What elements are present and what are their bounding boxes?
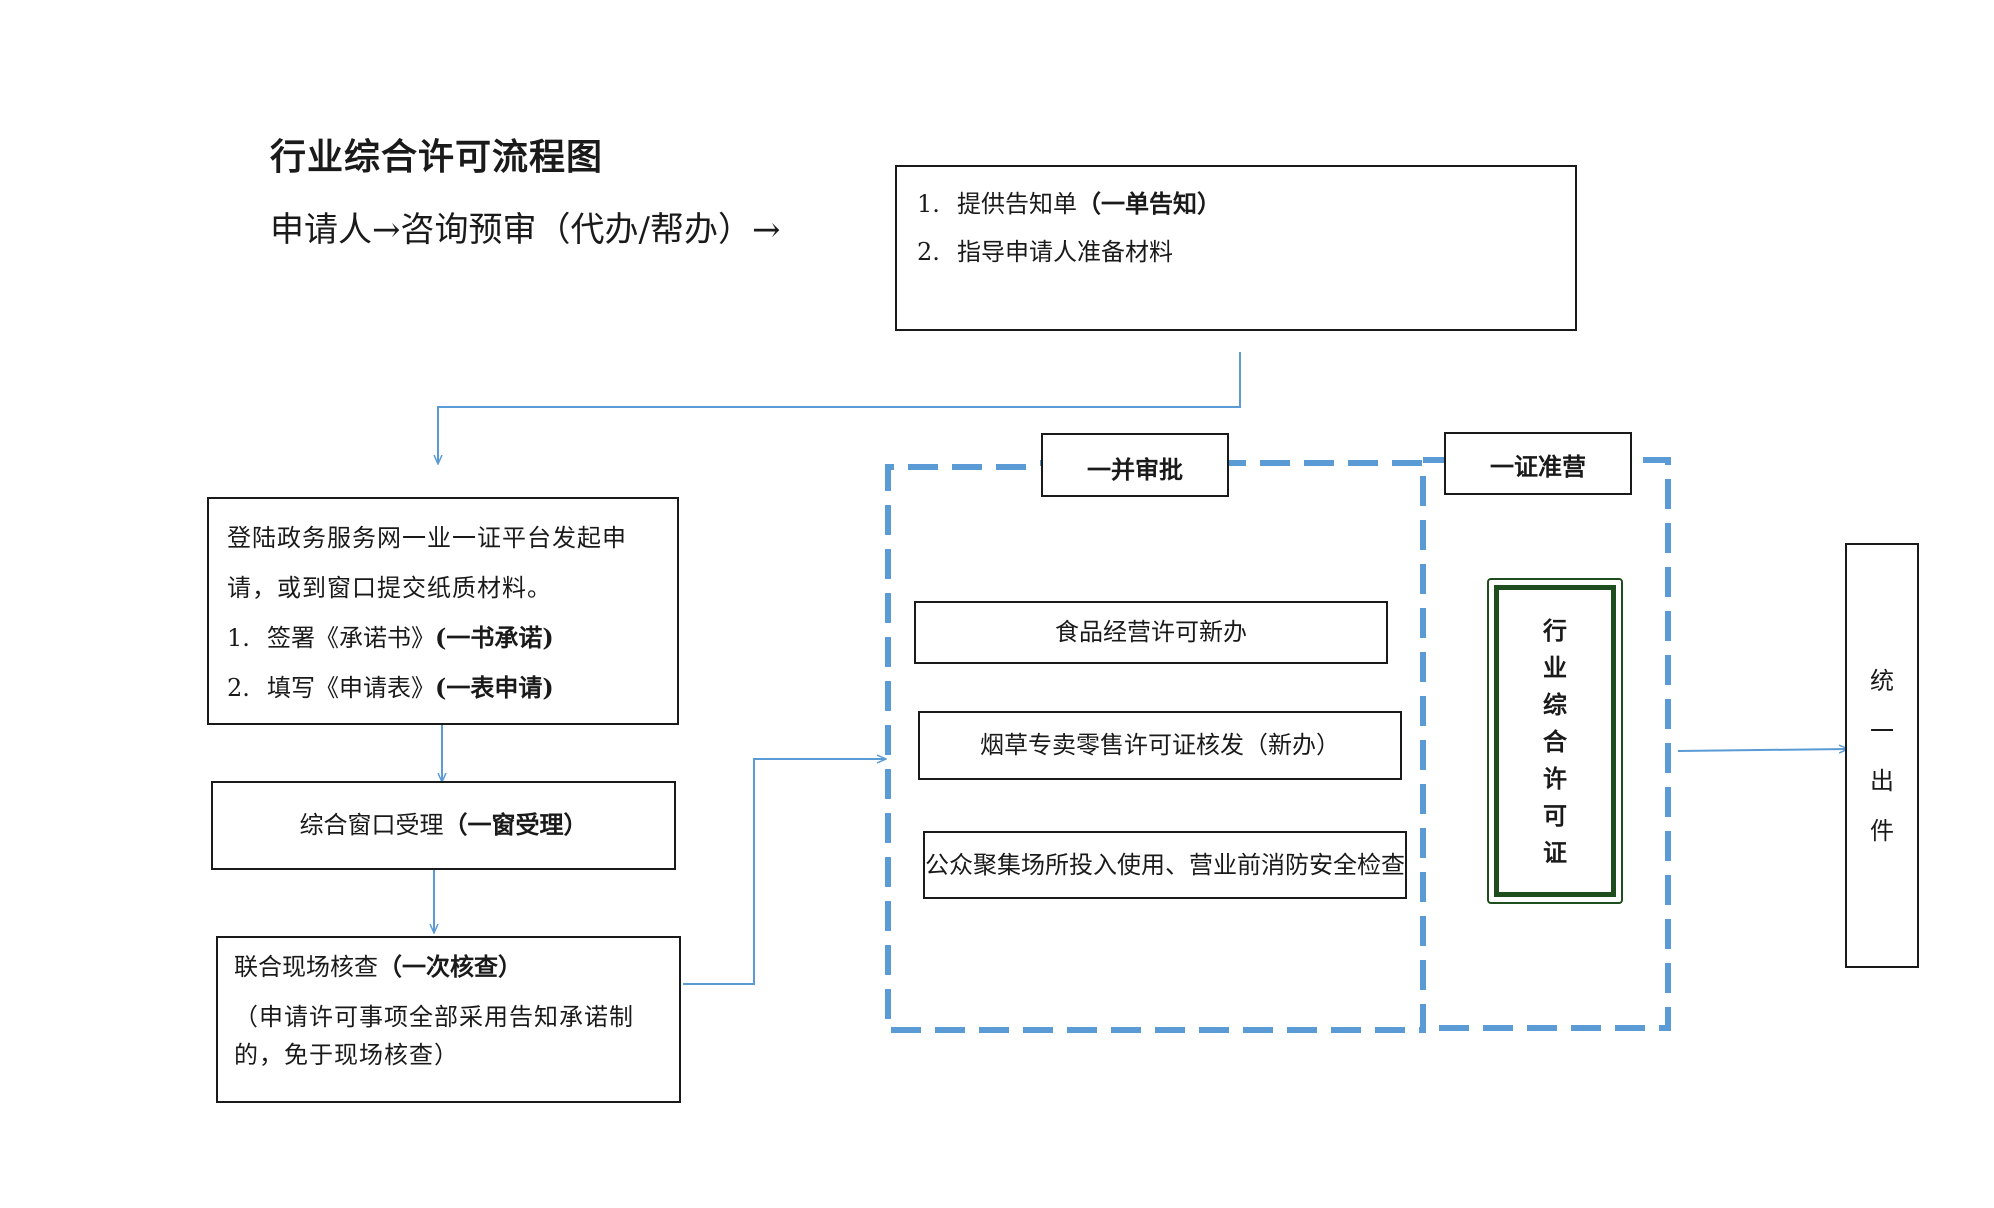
arrow-inspect-to-approval [683,759,885,985]
arrow-license-to-output [1677,749,1847,751]
flow-subtitle: 申请人→咨询预审（代办/帮办）→ [270,210,781,250]
arrow-advice-to-apply [438,352,1241,463]
license-box: 行 业 综 合 许 可 证 [1487,578,1623,904]
advice-item: 2.指导申请人准备材料 [917,238,1173,267]
license-char: 许 [1543,763,1567,793]
advice-item: 1.提供告知单（一单告知） [917,189,1221,218]
license-char: 综 [1543,689,1567,719]
apply-item: 2.填写《申请表》(一表申请) [227,673,554,702]
license-char: 证 [1543,837,1567,867]
license-char: 业 [1543,652,1567,682]
approval-item: 烟草专卖零售许可证核发（新办） [918,711,1402,780]
license-char: 可 [1543,800,1567,830]
license-char: 行 [1543,615,1567,645]
apply-intro: 登陆政务服务网一业一证平台发起申请，或到窗口提交纸质材料。 [227,524,627,602]
dashed-container [885,460,1426,1033]
approval-item: 公众聚集场所投入使用、营业前消防安全检查 [923,831,1407,899]
license-char: 合 [1543,726,1567,756]
page-title: 行业综合许可流程图 [270,137,604,178]
output-char: 统 [1870,666,1894,695]
window-box: 综合窗口受理（一窗受理） [211,781,676,870]
output-char: 一 [1870,716,1894,745]
apply-box: 登陆政务服务网一业一证平台发起申请，或到窗口提交纸质材料。 1.签署《承诺书》(… [207,497,679,725]
approval-item: 食品经营许可新办 [914,601,1388,664]
output-char: 件 [1870,816,1894,845]
advice-box: 1.提供告知单（一单告知） 2.指导申请人准备材料 [895,165,1577,331]
inspect-box: 联合现场核查（一次核查） （申请许可事项全部采用告知承诺制的，免于现场核查） [216,936,681,1103]
approval-label-box: 一并审批 [1041,433,1229,497]
apply-item: 1.签署《承诺书》(一书承诺) [227,623,554,652]
output-char: 出 [1870,766,1894,795]
cert-label-box: 一证准营 [1444,432,1632,495]
output-box: 统 一 出 件 [1845,543,1919,968]
inspect-note: （申请许可事项全部采用告知承诺制的，免于现场核查） [234,1003,634,1070]
dashed-container-right [1423,457,1671,1031]
